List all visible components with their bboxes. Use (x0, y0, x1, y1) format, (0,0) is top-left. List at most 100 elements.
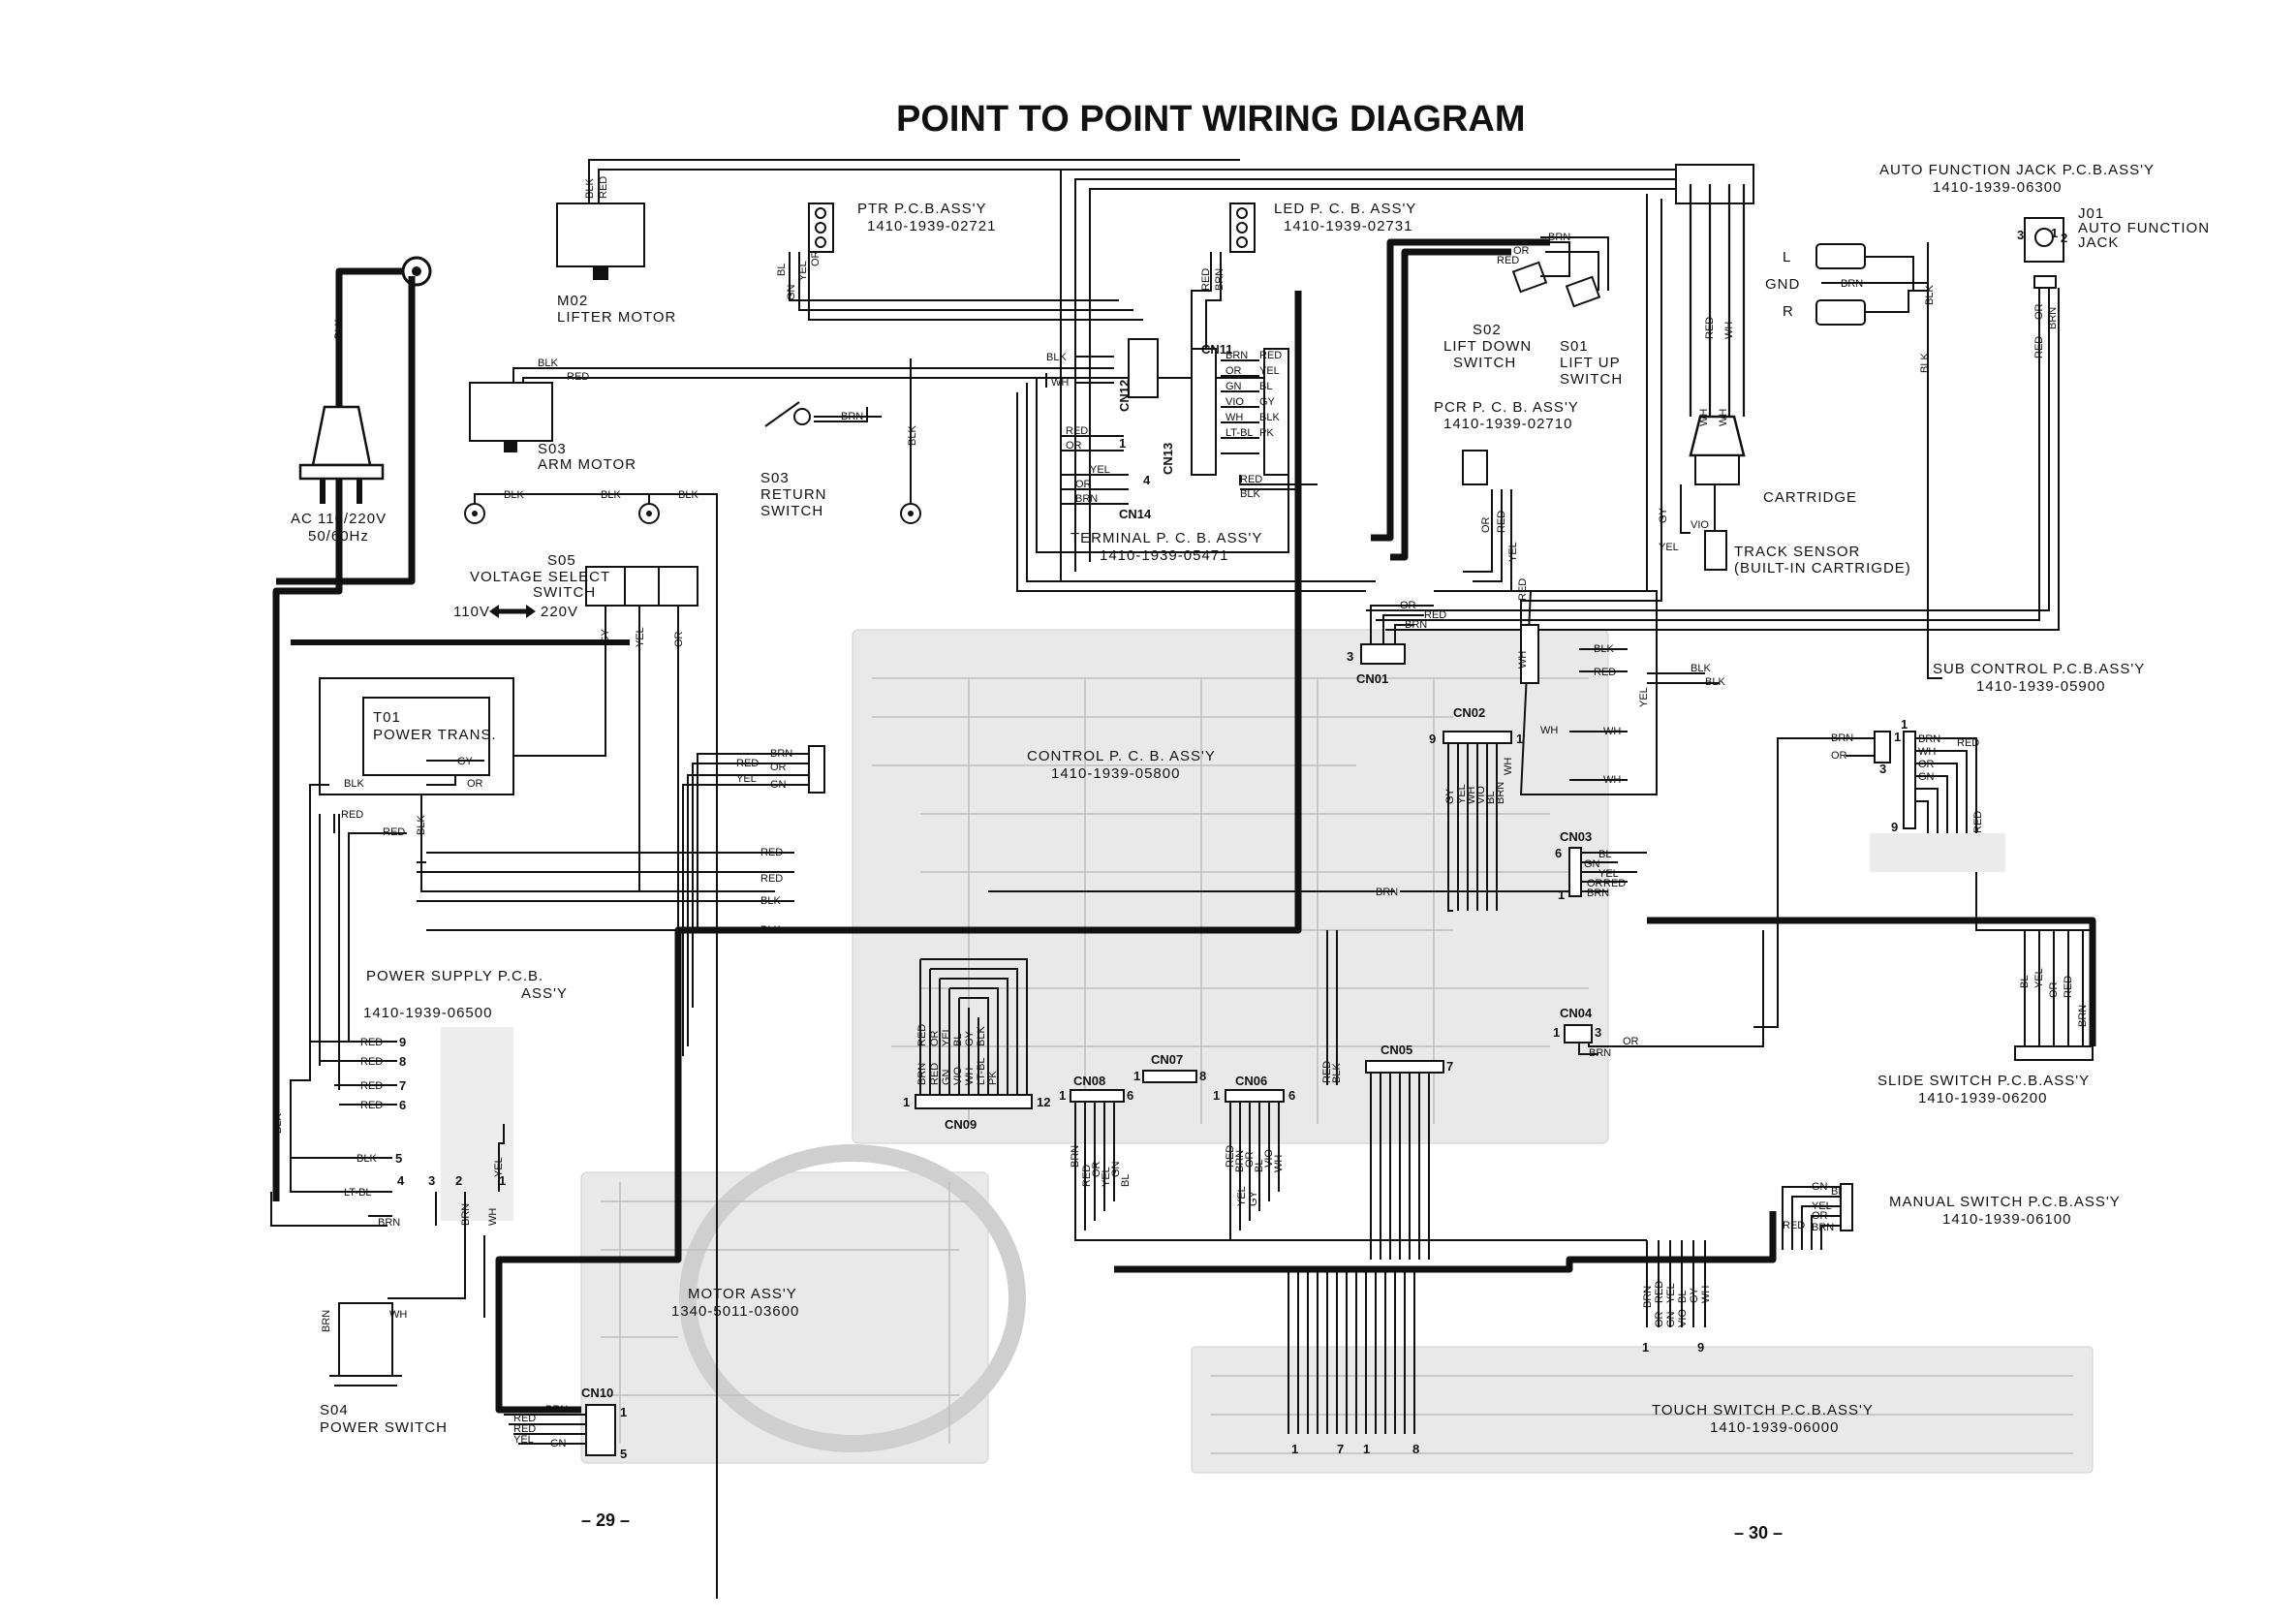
svg-text:BLK: BLK (907, 425, 918, 446)
svg-text:1: 1 (903, 1095, 910, 1109)
svg-text:BRN: BRN (1075, 493, 1098, 505)
svg-text:BLK: BLK (538, 358, 558, 369)
svg-text:8: 8 (1199, 1069, 1206, 1083)
svg-text:BRN: BRN (1214, 268, 1226, 291)
svg-text:PK: PK (1259, 427, 1274, 439)
svg-text:BRN: BRN (916, 1063, 928, 1085)
ac-frequency-label: 50/60Hz (308, 528, 369, 545)
svg-text:6: 6 (1288, 1088, 1295, 1103)
cn04-header (1564, 1024, 1593, 1044)
svg-text:GN: GN (1584, 858, 1600, 870)
svg-text:RED: RED (1972, 811, 1984, 833)
v110-label: 110V (453, 604, 490, 620)
lift-down-label: LIFT DOWN (1443, 338, 1532, 355)
svg-text:OR: OR (1812, 1210, 1828, 1222)
svg-text:RED: RED (1517, 578, 1529, 601)
svg-text:CN13: CN13 (1161, 443, 1175, 475)
cn11-header-left (1191, 348, 1217, 476)
svg-text:RED: RED (513, 1413, 536, 1424)
svg-text:WH: WH (389, 1309, 407, 1321)
pcr-sensor (1462, 450, 1488, 485)
svg-text:OR: OR (1480, 516, 1492, 533)
svg-text:CN07: CN07 (1151, 1052, 1183, 1067)
j01-desc2: JACK (2078, 234, 2119, 251)
svg-text:RED: RED (341, 809, 363, 821)
track-sensor-desc: (BUILT-IN CARTRIGDE) (1734, 560, 1911, 576)
svg-text:OR: OR (1226, 365, 1242, 377)
ac-plug-icon (311, 405, 372, 467)
svg-text:BL: BL (776, 264, 788, 276)
svg-text:RED: RED (1424, 609, 1446, 621)
slide-switch-title: SLIDE SWITCH P.C.B.ASS'Y (1877, 1073, 2090, 1089)
svg-text:RED: RED (360, 1037, 383, 1048)
svg-text:RED: RED (567, 371, 589, 383)
t01-label: POWER TRANS. (373, 727, 497, 743)
cn02-connector: CN02 9 1 GY YEL WH VIO BL BRN WH (1429, 705, 1523, 912)
svg-text:GY: GY (1658, 507, 1669, 523)
cn11-header-right (1263, 348, 1289, 476)
page-number-left: – 29 – (581, 1511, 630, 1530)
lift-down-switch: SWITCH (1453, 355, 1516, 371)
svg-text:OR: OR (929, 1030, 941, 1046)
cn08-header (1070, 1089, 1125, 1103)
svg-text:RED: RED (2063, 976, 2074, 998)
diagram-title: POINT TO POINT WIRING DIAGRAM (896, 99, 1526, 140)
svg-text:RED: RED (598, 176, 609, 199)
cn03-header (1568, 847, 1582, 897)
cartridge-head (1694, 454, 1740, 485)
svg-text:9: 9 (1891, 820, 1898, 834)
svg-text:1: 1 (1558, 888, 1565, 902)
psu-part: 1410-1939-06500 (363, 1005, 492, 1021)
svg-text:9: 9 (1429, 732, 1436, 746)
slide-pin-header (1874, 731, 1891, 763)
motor-title: MOTOR ASS'Y (688, 1286, 797, 1302)
return-switch: BRN S03 RETURN SWITCH BLK (760, 358, 921, 524)
slide-connector (1903, 731, 1916, 829)
power-switch: BRN WH S04 POWER SWITCH (320, 1235, 485, 1436)
svg-text:CN06: CN06 (1235, 1074, 1267, 1088)
svg-text:YEL: YEL (1456, 784, 1468, 804)
svg-text:BLK: BLK (760, 895, 781, 907)
slide-switch-part: 1410-1939-06200 (1918, 1090, 2047, 1106)
jack-l-label: L (1783, 249, 1791, 265)
cn10-header (585, 1404, 616, 1456)
svg-text:YEL: YEL (1507, 542, 1519, 562)
turntable-circle (679, 1144, 1026, 1452)
svg-text:WH: WH (1273, 1155, 1285, 1172)
svg-text:2: 2 (2061, 231, 2067, 245)
svg-text:YEL: YEL (1259, 365, 1280, 377)
ptr-pcb: BL GN YEL OR PTR P.C.B.ASS'Y 1410-1939-0… (776, 201, 1143, 321)
svg-text:BRN: BRN (2077, 1005, 2089, 1027)
svg-text:OR: OR (1075, 479, 1092, 490)
svg-text:BLK: BLK (584, 178, 596, 199)
lift-up-switch: SWITCH (1560, 371, 1623, 388)
svg-text:RED: RED (1704, 317, 1716, 339)
svg-text:GY: GY (964, 1030, 976, 1046)
output-jacks: L GND R BRN BLK BLK (1765, 242, 1942, 679)
cn06-connector: CN06 1 6 RED BRN OR BL VIO WH YEL GY (1213, 1074, 1295, 1240)
svg-text:BRN: BRN (2047, 307, 2059, 329)
svg-text:RED: RED (736, 758, 759, 769)
terminal-title: TERMINAL P. C. B. ASS'Y (1070, 530, 1262, 546)
svg-text:YEL: YEL (1638, 687, 1650, 707)
svg-text:YEL: YEL (736, 773, 757, 785)
svg-text:CN02: CN02 (1453, 705, 1485, 720)
svg-text:WH: WH (1540, 725, 1558, 736)
svg-text:OR: OR (1400, 600, 1416, 611)
svg-text:WH: WH (1503, 758, 1514, 775)
svg-text:GN: GN (1110, 1161, 1122, 1177)
svg-text:1: 1 (1213, 1088, 1220, 1103)
svg-text:BL: BL (1485, 792, 1497, 804)
svg-text:RED: RED (1603, 878, 1626, 889)
svg-text:WH: WH (1718, 409, 1729, 426)
svg-text:4: 4 (397, 1173, 405, 1188)
jack-l-icon (1815, 243, 1866, 269)
svg-text:GN: GN (1918, 771, 1935, 783)
svg-text:CN01: CN01 (1356, 671, 1388, 686)
cn05-header (1365, 1060, 1444, 1074)
svg-text:BL: BL (1259, 381, 1272, 392)
svg-text:BLK: BLK (1259, 412, 1280, 423)
j01-desc1: AUTO FUNCTION (2078, 220, 2210, 236)
motor-part: 1340-5011-03600 (671, 1303, 799, 1320)
svg-text:OR: OR (673, 631, 685, 647)
